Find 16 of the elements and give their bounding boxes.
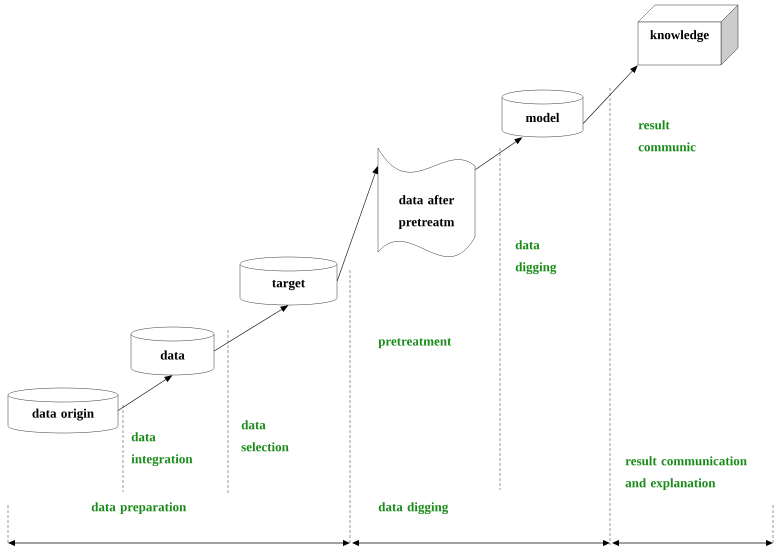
stage-label: pretreatment: [378, 338, 452, 348]
arrow: [118, 375, 172, 411]
arrow: [214, 305, 288, 352]
cylinder: data origin: [8, 388, 118, 434]
stage-label: data integration: [132, 432, 192, 466]
stage-label: data digging: [378, 502, 448, 514]
arrow: [474, 137, 522, 170]
cylinder: model: [502, 90, 584, 138]
cylinder: data: [130, 326, 214, 376]
cylinder: target: [240, 256, 338, 306]
box: knowledge: [638, 4, 738, 66]
stage-label: data preparation: [92, 502, 186, 514]
stage-label: result communic: [638, 120, 696, 152]
stage-label: result communication and explanation: [626, 456, 747, 490]
stage-label: data digging: [516, 240, 556, 274]
stage-label: data selection: [242, 420, 289, 452]
